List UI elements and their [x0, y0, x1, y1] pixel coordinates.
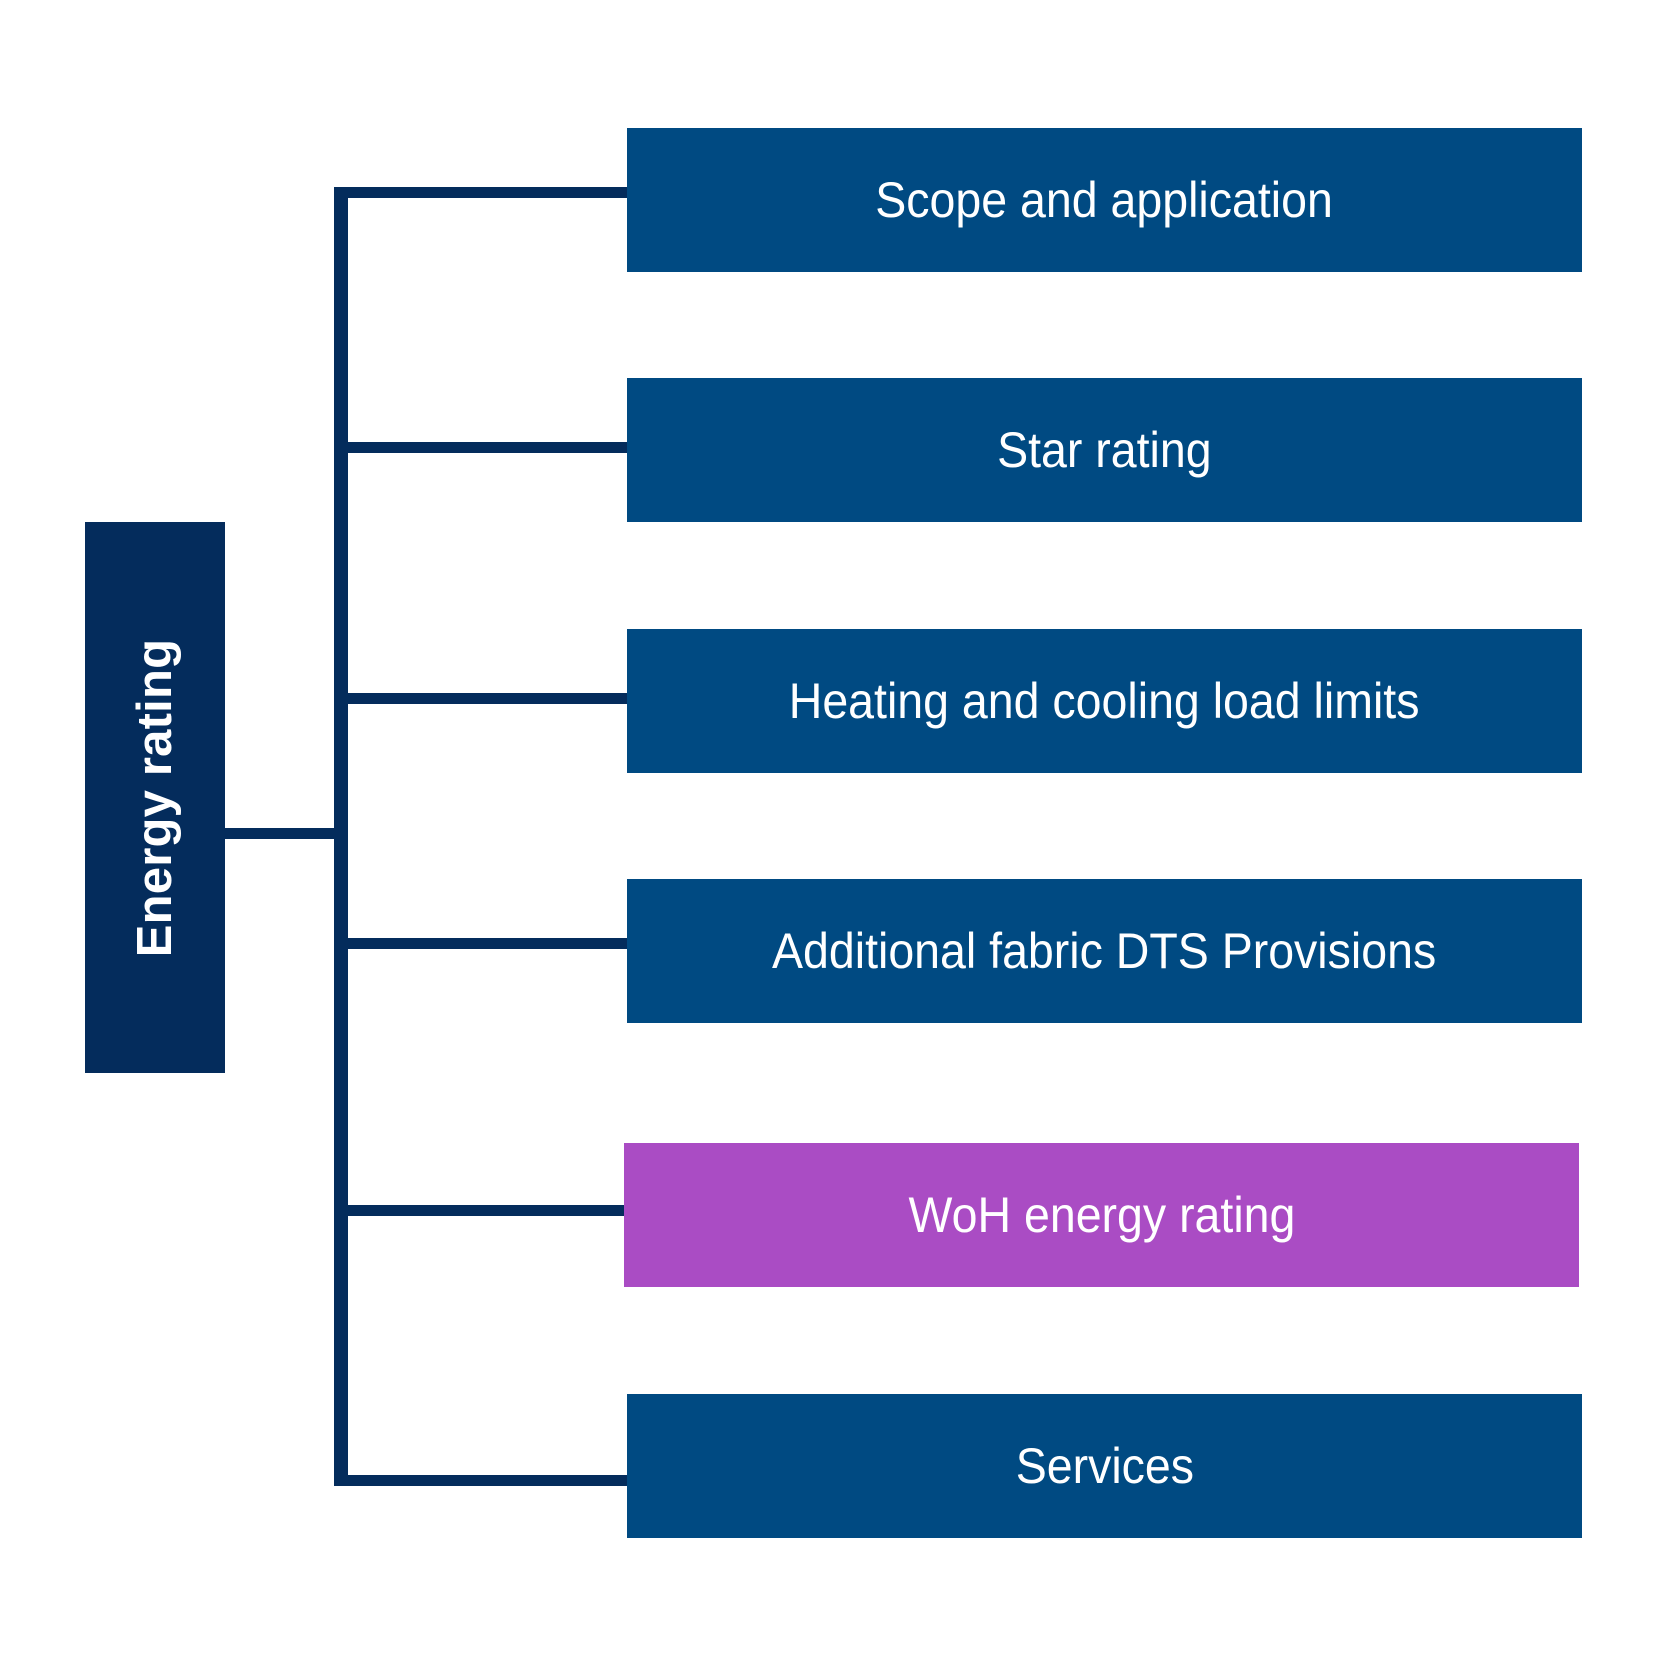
connector-root-stub	[225, 828, 343, 839]
root-node-energy-rating[interactable]: Energy rating	[85, 522, 225, 1073]
root-node-label: Energy rating	[128, 638, 183, 957]
leaf-node-services[interactable]: Services	[627, 1394, 1582, 1538]
leaf-node-label: WoH energy rating	[908, 1186, 1295, 1243]
connector-branch-1	[334, 187, 629, 198]
connector-branch-5	[334, 1205, 629, 1216]
leaf-node-woh-energy-rating-highlighted[interactable]: WoH energy rating	[624, 1143, 1579, 1287]
connector-branch-2	[334, 442, 629, 453]
connector-branch-3	[334, 693, 629, 704]
leaf-node-label: Scope and application	[875, 171, 1334, 228]
leaf-node-heating-and-cooling-load-limits[interactable]: Heating and cooling load limits	[627, 629, 1582, 773]
leaf-node-label: Heating and cooling load limits	[789, 672, 1420, 729]
leaf-node-label: Additional fabric DTS Provisions	[772, 922, 1437, 979]
leaf-node-label: Star rating	[997, 421, 1212, 478]
connector-branch-4	[334, 938, 629, 949]
leaf-node-label: Services	[1015, 1437, 1194, 1494]
connector-branch-6	[334, 1475, 629, 1486]
leaf-node-additional-fabric-dts-provisions[interactable]: Additional fabric DTS Provisions	[627, 879, 1582, 1023]
leaf-node-scope-and-application[interactable]: Scope and application	[627, 128, 1582, 272]
leaf-node-star-rating[interactable]: Star rating	[627, 378, 1582, 522]
